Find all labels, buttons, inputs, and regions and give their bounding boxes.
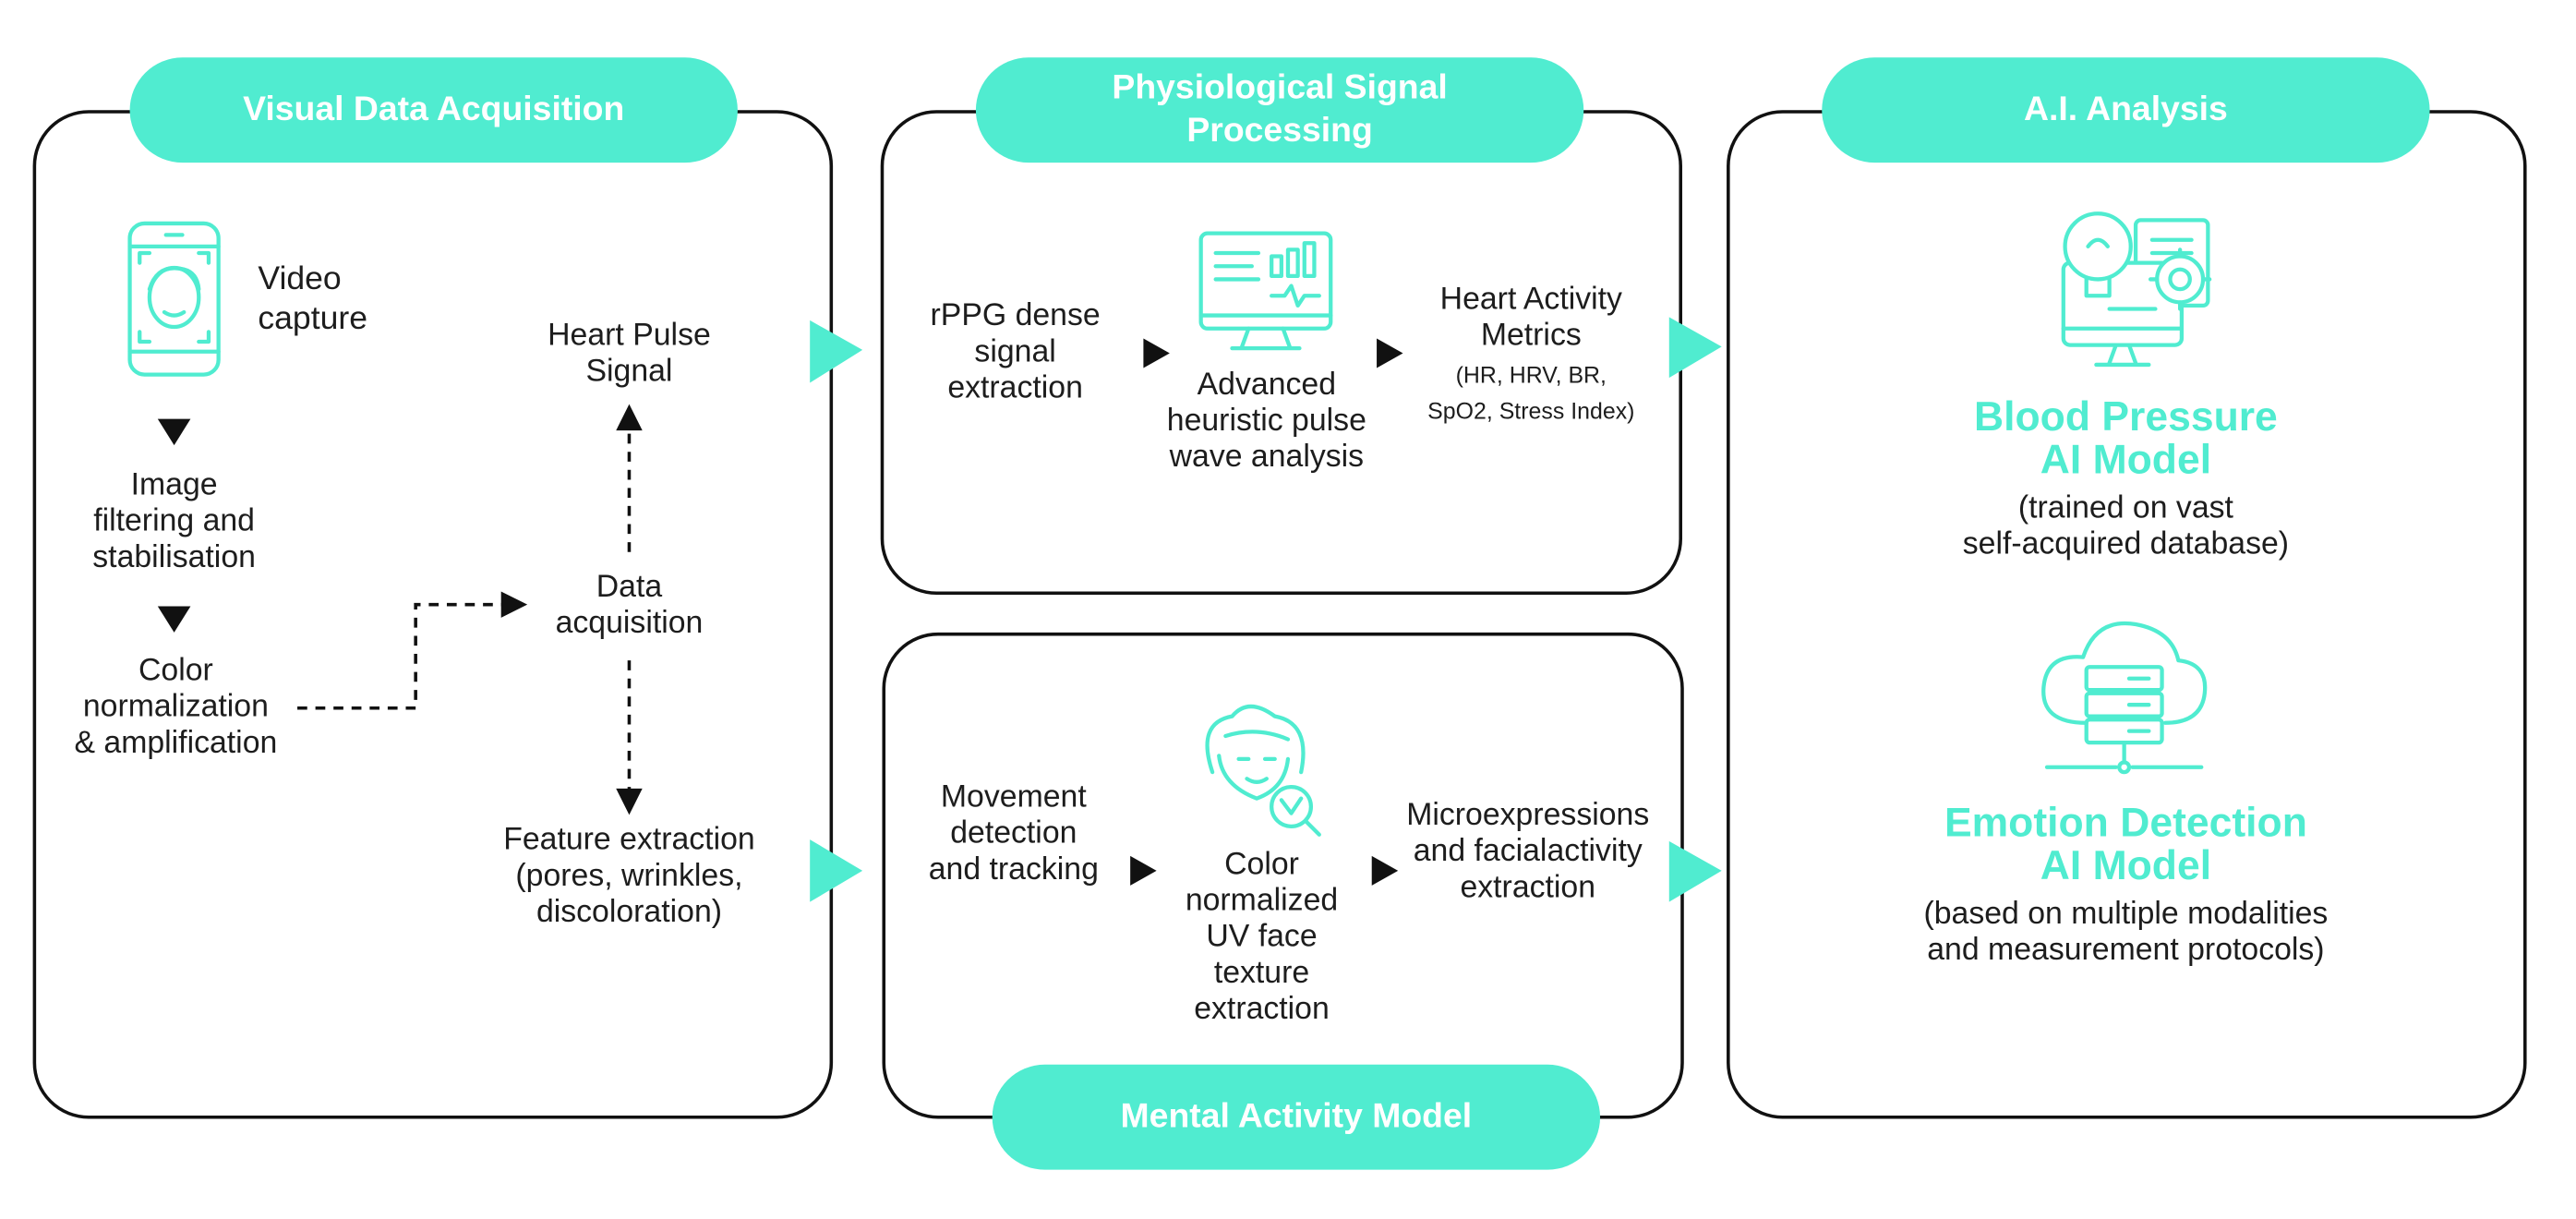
- microexpressions-label: Microexpressions and facialactivity extr…: [1406, 798, 1650, 906]
- cloud-server-icon: [2041, 621, 2208, 775]
- movement-label: Movement detection and tracking: [928, 780, 1099, 887]
- uv-texture-label: Color normalized UV face texture extract…: [1185, 847, 1339, 1027]
- data-acquisition-label: Data acquisition: [555, 570, 704, 641]
- arrow-rppg-to-heuristic: [1143, 338, 1170, 368]
- heart-pulse-label: Heart Pulse Signal: [548, 319, 711, 390]
- rppg-label: rPPG dense signal extraction: [930, 298, 1101, 406]
- dashed-connector-color-to-data: [297, 602, 503, 710]
- monitor-chart-icon: [1198, 231, 1333, 351]
- face-scan-icon: [1205, 704, 1321, 837]
- physio-processing-panel: [880, 110, 1683, 595]
- mental-activity-title: Mental Activity Model: [992, 1064, 1601, 1170]
- phone-face-icon: [127, 221, 221, 377]
- color-normalization-label: Color normalization & amplification: [74, 654, 278, 761]
- arrow-down-feature: [616, 788, 643, 815]
- visual-acquisition-title: Visual Data Acquisition: [129, 57, 738, 163]
- ai-analysis-title: A.I. Analysis: [1822, 57, 2430, 163]
- feature-extraction-label: Feature extraction (pores, wrinkles, dis…: [503, 823, 755, 930]
- heart-metrics-title: Heart Activity Metrics: [1439, 282, 1622, 354]
- arrow-movement-to-uv: [1130, 855, 1157, 886]
- teal-arrow-physio-to-ai: [1668, 317, 1722, 379]
- blood-pressure-title: Blood Pressure AI Model: [1974, 393, 2278, 484]
- emotion-detection-desc: (based on multiple modalities and measur…: [1923, 897, 2329, 968]
- teal-arrow-mental-to-ai: [1668, 840, 1722, 902]
- arrow-uv-to-micro: [1371, 855, 1399, 886]
- image-filtering-label: Image filtering and stabilisation: [92, 468, 256, 575]
- arrow-down-2: [157, 606, 191, 633]
- heart-metrics-detail: (HR, HRV, BR, SpO2, Stress Index): [1427, 361, 1635, 424]
- physio-processing-title: Physiological Signal Processing: [975, 57, 1584, 163]
- emotion-detection-title: Emotion Detection AI Model: [1944, 800, 2307, 889]
- arrow-right-data: [500, 591, 528, 618]
- heuristic-label: Advanced heuristic pulse wave analysis: [1166, 368, 1366, 476]
- arrow-up-heart: [616, 404, 643, 431]
- teal-arrow-heart-to-physio: [810, 320, 863, 383]
- arrow-heuristic-to-metrics: [1377, 338, 1403, 368]
- arrow-down-1: [157, 418, 191, 446]
- video-capture-label: Video capture: [258, 260, 368, 337]
- teal-arrow-feature-to-mental: [810, 839, 863, 902]
- ai-bulb-gear-icon: [2061, 211, 2212, 368]
- blood-pressure-desc: (trained on vast self-acquired database): [1962, 490, 2290, 562]
